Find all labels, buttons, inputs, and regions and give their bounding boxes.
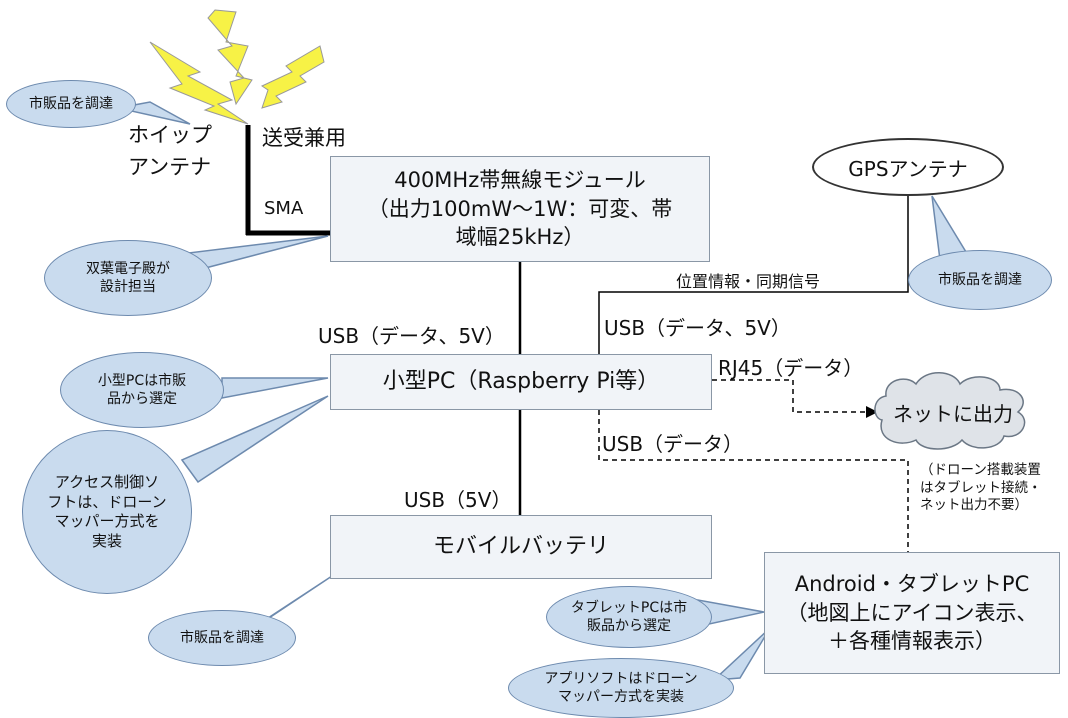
mobile-battery-box: モバイルバッテリ [330,515,712,579]
callout-tablet-select: タブレットPCは市 販品から選定 [546,586,712,648]
callout-tail-access [180,395,329,484]
signal-bolt-left [149,41,249,125]
gps-cable [598,196,909,354]
tablet-box: Android・タブレットPC （地図上にアイコン表示、 ＋各種情報表示） [764,552,1060,674]
callout-antenna-procure: 市販品を調達 [6,80,136,128]
callout-gps-procure: 市販品を調達 [908,250,1052,310]
usb-data-5v-label-right: USB（データ、5V） [604,316,791,340]
net-output-cloud: ネットに出力 [893,401,1013,426]
callout-battery-procure: 市販品を調達 [148,610,296,666]
usb-data-label: USB（データ） [602,432,744,456]
rj45-arrowhead [866,406,878,418]
whip-antenna-label: ホイップ アンテナ [128,123,212,179]
drone-note: （ドローン搭載装置 はタブレット接続・ ネット出力不要） [920,462,1042,514]
signal-bolt-right [260,45,325,109]
small-pc-box: 小型PC（Raspberry Pi等） [330,354,712,410]
position-sync-label: 位置情報・同期信号 [676,272,821,291]
callout-tail-pc-select [221,377,329,399]
callout-tail-app [711,627,771,681]
callout-futaba-design: 双葉電子殿が 設計担当 [44,240,212,316]
usb-tablet-cable [598,410,909,555]
cloud-outline [874,372,1026,450]
callout-app-software: アプリソフトはドローン マッパー方式を実装 [508,658,734,718]
sma-label: SMA [264,198,304,219]
usb-5v-label: USB（5V） [404,488,512,512]
signal-bolt-center [207,9,253,106]
gps-antenna-ellipse: GPSアンテナ [812,138,1004,196]
rj45-label: RJ45（データ） [718,356,864,380]
callout-pc-select: 小型PCは市販 品から選定 [60,352,224,428]
tx-rx-shared-label: 送受兼用 [262,126,346,150]
usb-data-5v-label-left: USB（データ、5V） [318,324,505,348]
callout-access-control: アクセス制御ソ フトは、ドローン マッパー方式を 実装 [22,430,192,594]
rj45-cable [712,379,868,413]
radio-module-box: 400MHz帯無線モジュール （出力100mW～1W：可変、帯 域幅25kHz） [330,156,710,262]
